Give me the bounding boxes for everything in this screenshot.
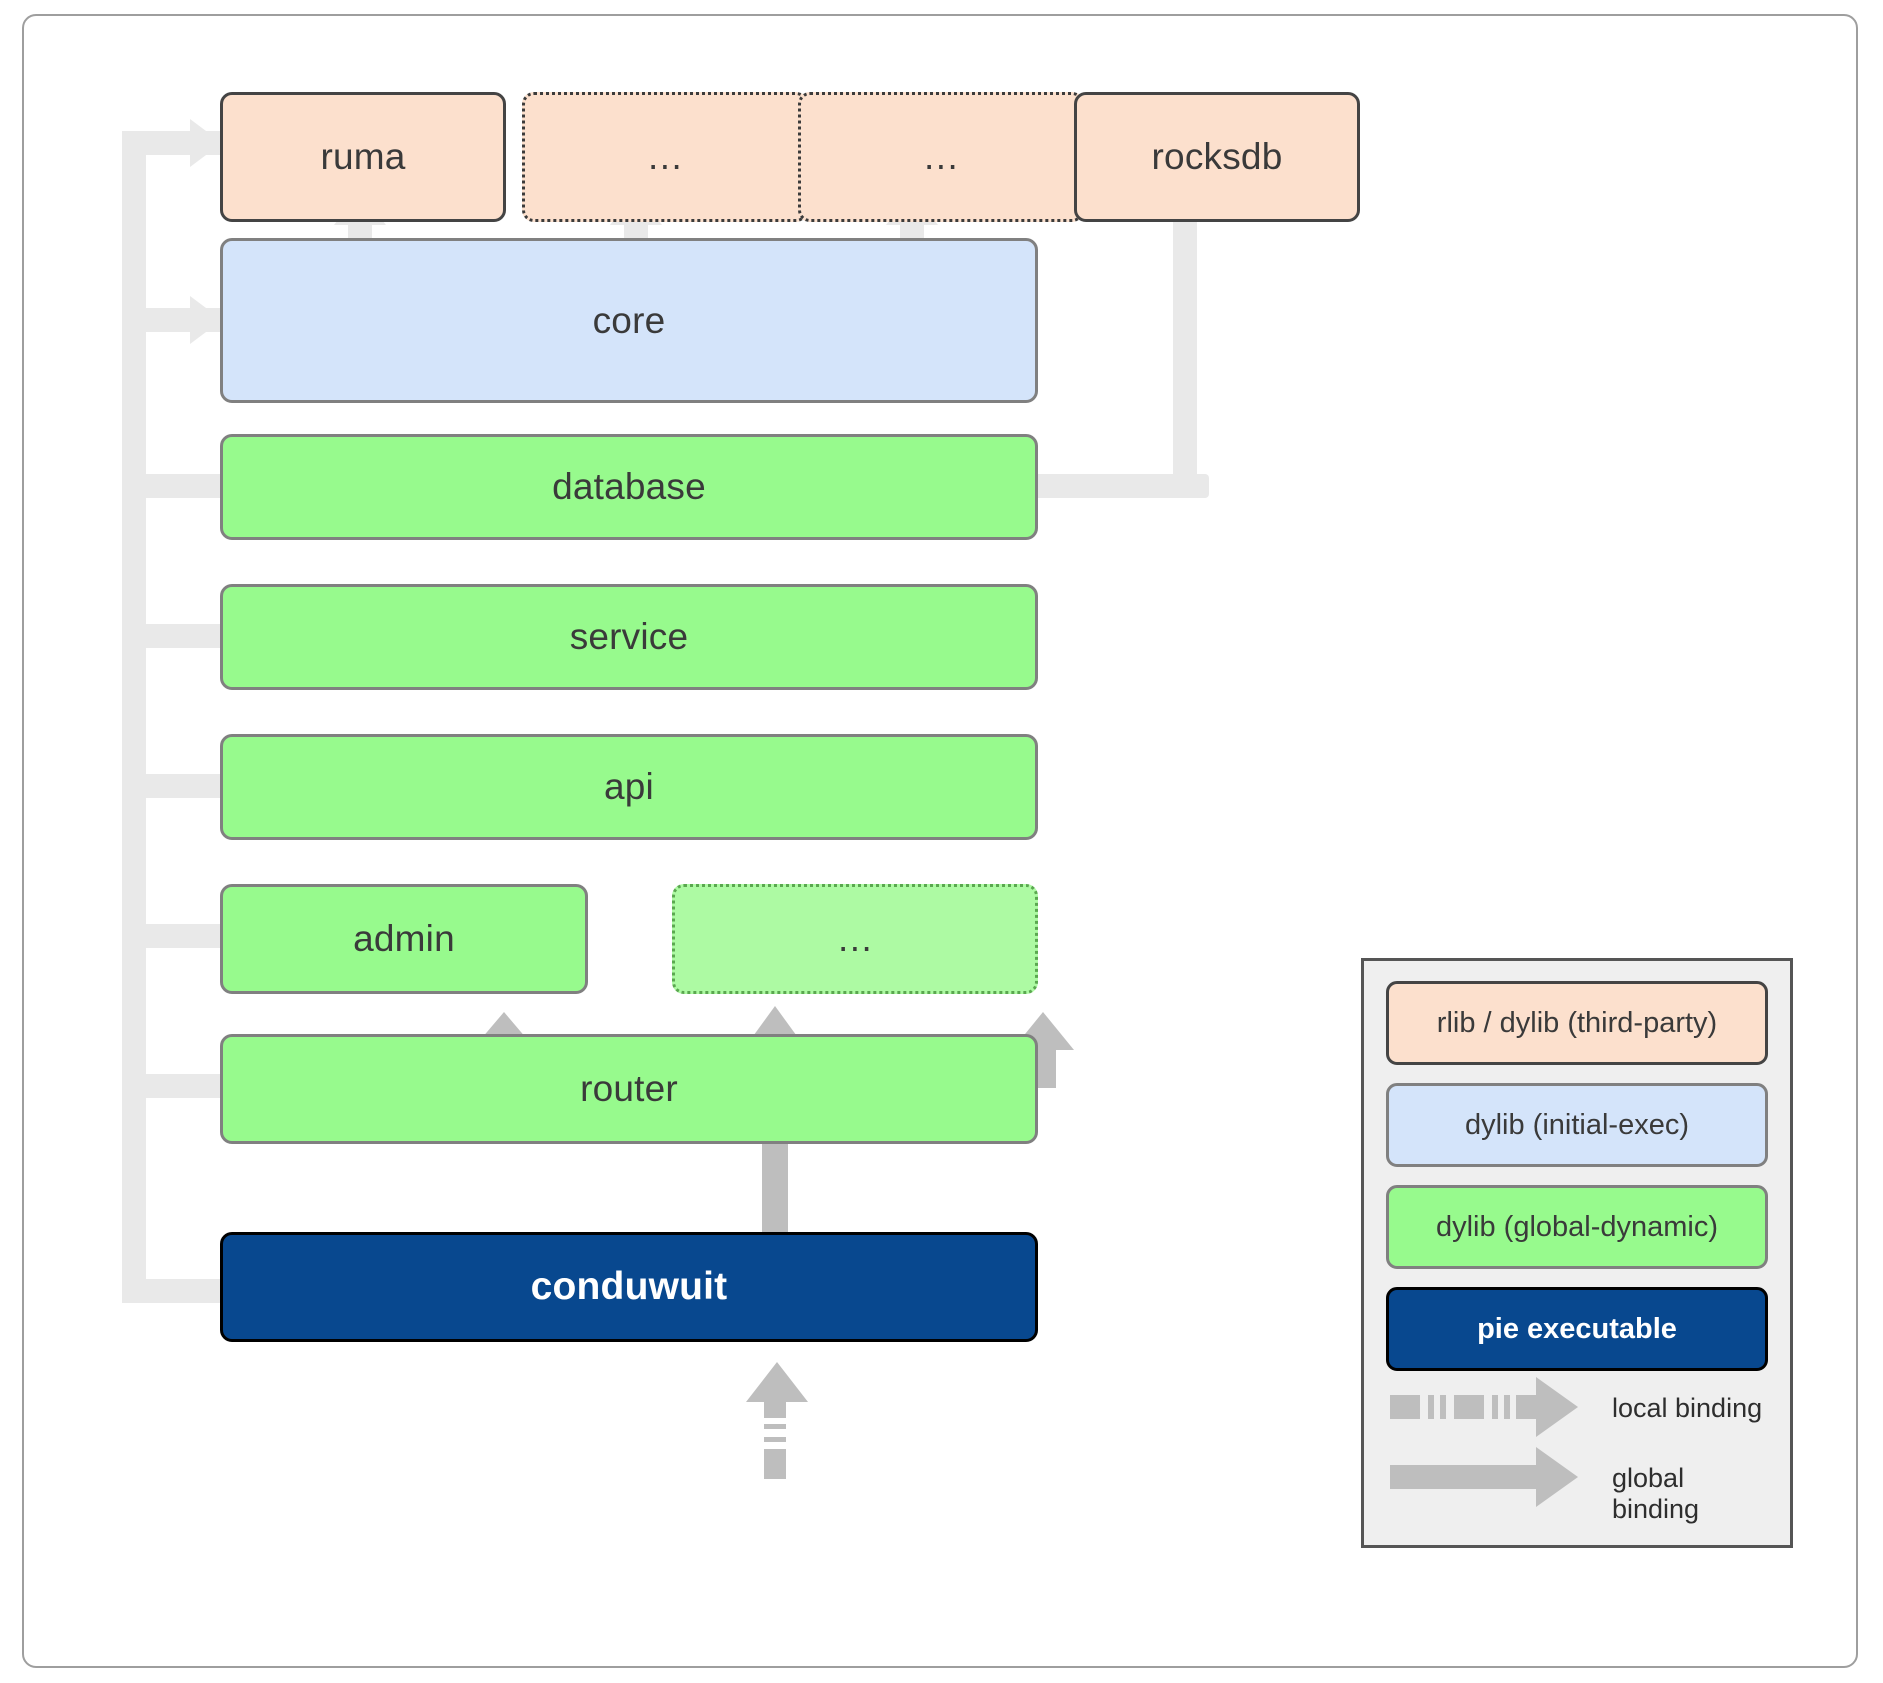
node-service[interactable]: service xyxy=(220,584,1038,690)
arrow-head-ruma xyxy=(190,119,222,167)
legend-label-global-binding: global binding xyxy=(1612,1463,1700,1524)
global-binding-shaft xyxy=(1390,1465,1542,1489)
legend-row-global-binding: global binding xyxy=(1384,1447,1776,1524)
node-label-api: api xyxy=(604,766,654,807)
node-label-rocksdb: rocksdb xyxy=(1151,136,1283,177)
node-label-admin: admin xyxy=(353,918,455,959)
legend-row-local-binding: local binding xyxy=(1384,1377,1776,1443)
node-api[interactable]: api xyxy=(220,734,1038,840)
node-ellipsis-top-a[interactable]: … xyxy=(522,92,808,222)
node-label-conduwuit: conduwuit xyxy=(530,1265,728,1308)
legend-label-pie-executable: pie executable xyxy=(1477,1312,1677,1345)
connector-branch-service xyxy=(122,624,226,648)
node-label-ellipsis-mid: … xyxy=(836,918,874,959)
diagram-frame: ruma … … rocksdb core database service a… xyxy=(22,14,1858,1668)
node-database[interactable]: database xyxy=(220,434,1038,540)
local-binding-dash-1 xyxy=(1390,1395,1420,1419)
local-binding-dash-6 xyxy=(1504,1395,1510,1419)
node-ruma[interactable]: ruma xyxy=(220,92,506,222)
connector-branch-admin xyxy=(122,924,226,948)
local-binding-arrow-head xyxy=(1536,1377,1578,1437)
legend-swatch-third-party: rlib / dylib (third-party) xyxy=(1386,981,1768,1065)
connector-branch-conduwuit xyxy=(122,1279,226,1303)
legend-swatch-initial-exec: dylib (initial-exec) xyxy=(1386,1083,1768,1167)
connector-conduwuit-to-router-seg4 xyxy=(764,1398,786,1418)
connector-branch-router xyxy=(122,1074,226,1098)
node-label-router: router xyxy=(580,1068,678,1109)
node-router[interactable]: router xyxy=(220,1034,1038,1144)
legend-label-initial-exec: dylib (initial-exec) xyxy=(1464,1108,1689,1141)
legend-panel: rlib / dylib (third-party) dylib (initia… xyxy=(1361,958,1793,1548)
connector-conduwuit-to-router-seg3 xyxy=(764,1424,786,1429)
connector-conduwuit-to-router-seg2 xyxy=(764,1437,786,1442)
local-binding-dash-4 xyxy=(1454,1395,1484,1419)
local-binding-dash-5 xyxy=(1492,1395,1498,1419)
arrow-head-conduwuit-router xyxy=(746,1362,808,1402)
node-core[interactable]: core xyxy=(220,238,1038,403)
node-admin[interactable]: admin xyxy=(220,884,588,994)
legend-swatch-global-dynamic: dylib (global-dynamic) xyxy=(1386,1185,1768,1269)
connector-database-to-rocksdb-v xyxy=(1173,213,1197,485)
node-label-core: core xyxy=(592,299,666,341)
legend-label-global-dynamic: dylib (global-dynamic) xyxy=(1435,1210,1719,1243)
legend-swatch-pie-executable: pie executable xyxy=(1386,1287,1768,1371)
node-ellipsis-top-b[interactable]: … xyxy=(798,92,1084,222)
node-rocksdb[interactable]: rocksdb xyxy=(1074,92,1360,222)
local-binding-dash-3 xyxy=(1440,1395,1446,1419)
legend-label-local-binding: local binding xyxy=(1612,1393,1763,1423)
connector-branch-api xyxy=(122,774,226,798)
node-label-ellipsis-top-b: … xyxy=(922,136,960,177)
node-label-database: database xyxy=(552,466,706,507)
node-ellipsis-mid[interactable]: … xyxy=(672,884,1038,994)
node-label-ruma: ruma xyxy=(320,136,406,177)
legend-label-third-party: rlib / dylib (third-party) xyxy=(1436,1006,1718,1039)
local-binding-dash-2 xyxy=(1428,1395,1434,1419)
connector-branch-database xyxy=(122,474,226,498)
connector-left-trunk xyxy=(122,143,146,1303)
connector-conduwuit-to-router-seg1 xyxy=(764,1449,786,1479)
node-label-service: service xyxy=(569,616,689,657)
node-label-ellipsis-top-a: … xyxy=(646,136,684,177)
node-conduwuit[interactable]: conduwuit xyxy=(220,1232,1038,1342)
global-binding-arrow-head xyxy=(1536,1447,1578,1507)
arrow-head-core xyxy=(190,296,222,344)
